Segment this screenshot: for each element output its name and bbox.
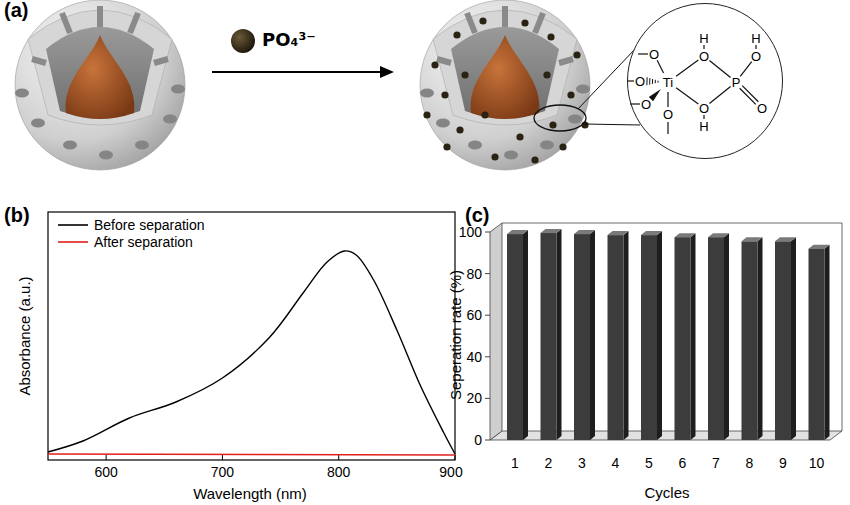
tick-label: 900 xyxy=(439,465,462,479)
atom-label: O xyxy=(663,108,673,121)
atom-label: O xyxy=(641,98,651,111)
atom-label: H xyxy=(699,120,708,133)
tick-label: 100 xyxy=(459,225,482,239)
tick-label: 60 xyxy=(466,308,482,322)
tick-label: 600 xyxy=(94,465,117,479)
tick-label: 1 xyxy=(511,456,519,470)
tick-label: 5 xyxy=(645,456,653,470)
tick-label: 80 xyxy=(466,267,482,281)
separation-bar-chart xyxy=(485,223,842,440)
atom-label: O xyxy=(751,50,761,63)
axis-title: Cycles xyxy=(644,485,689,500)
legend-line xyxy=(58,241,88,243)
legend-line xyxy=(58,224,88,226)
axis-title: Wavelength (nm) xyxy=(193,486,307,501)
atom-label: P xyxy=(732,76,741,89)
tick-label: 20 xyxy=(466,391,482,405)
tick-label: 4 xyxy=(612,456,620,470)
reaction-arrow xyxy=(212,29,394,78)
panel-letter: (a) xyxy=(4,0,28,20)
atom-label: H xyxy=(699,32,708,45)
zoom-leaders xyxy=(534,48,640,131)
tick-label: 700 xyxy=(211,465,234,479)
absorbance-chart xyxy=(48,212,455,460)
atom-label: O xyxy=(699,50,709,63)
atom-label: O xyxy=(699,102,709,115)
tick-label: 7 xyxy=(712,456,720,470)
core-shell-spheres xyxy=(15,0,590,170)
panel-letter: (c) xyxy=(465,205,489,225)
atom-label: O xyxy=(757,102,767,115)
atom-label: H xyxy=(751,32,760,45)
tick-label: 8 xyxy=(746,456,754,470)
ion-label: PO₄³⁻ xyxy=(262,31,316,49)
tick-label: 800 xyxy=(327,465,350,479)
atom-label: Ti xyxy=(663,76,673,89)
atom-label: O xyxy=(649,48,659,61)
tick-label: 3 xyxy=(578,456,586,470)
tick-label: 6 xyxy=(679,456,687,470)
legend-text: After separation xyxy=(94,235,193,249)
tick-label: 40 xyxy=(466,350,482,364)
axis-title: Seperation rate (%) xyxy=(448,270,463,400)
tick-label: 10 xyxy=(809,456,825,470)
bond-lines xyxy=(628,4,781,157)
tick-label: 0 xyxy=(474,433,482,447)
tick-label: 9 xyxy=(779,456,787,470)
axis-title: Absorbance (a.u.) xyxy=(17,276,32,395)
atom-label: O xyxy=(635,75,645,88)
panel-letter: (b) xyxy=(4,205,30,225)
legend-text: Before separation xyxy=(94,218,205,232)
tick-label: 2 xyxy=(545,456,553,470)
legend-samples xyxy=(58,225,88,242)
zoom-circle: HHOOOOTiPOOOOH xyxy=(627,3,783,159)
